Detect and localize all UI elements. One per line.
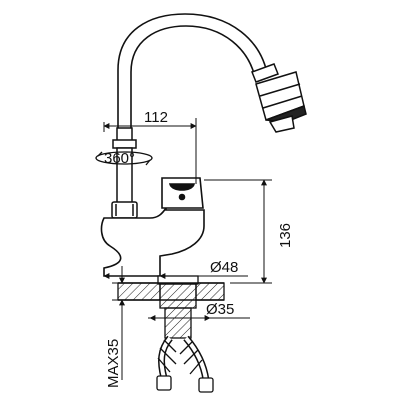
dimension-max-thickness <box>112 266 134 380</box>
reach-label: 112 <box>144 109 168 126</box>
height-label: 136 <box>277 223 294 248</box>
gooseneck-spout <box>117 13 269 128</box>
swivel-column <box>111 127 138 219</box>
shank-diameter-label: Ø35 <box>206 301 234 318</box>
rotation-indicator <box>95 151 153 166</box>
max-thickness-label: MAX35 <box>105 339 122 388</box>
spray-head <box>251 63 307 133</box>
sink-deck-section <box>117 275 225 339</box>
base-diameter-label: Ø48 <box>210 259 238 276</box>
dimension-reach <box>103 118 197 184</box>
supply-hoses <box>156 335 214 393</box>
lever-handle <box>161 177 204 209</box>
mixer-body <box>100 205 205 277</box>
dimension-height <box>204 179 272 284</box>
rotation-label: 360° <box>104 150 135 167</box>
